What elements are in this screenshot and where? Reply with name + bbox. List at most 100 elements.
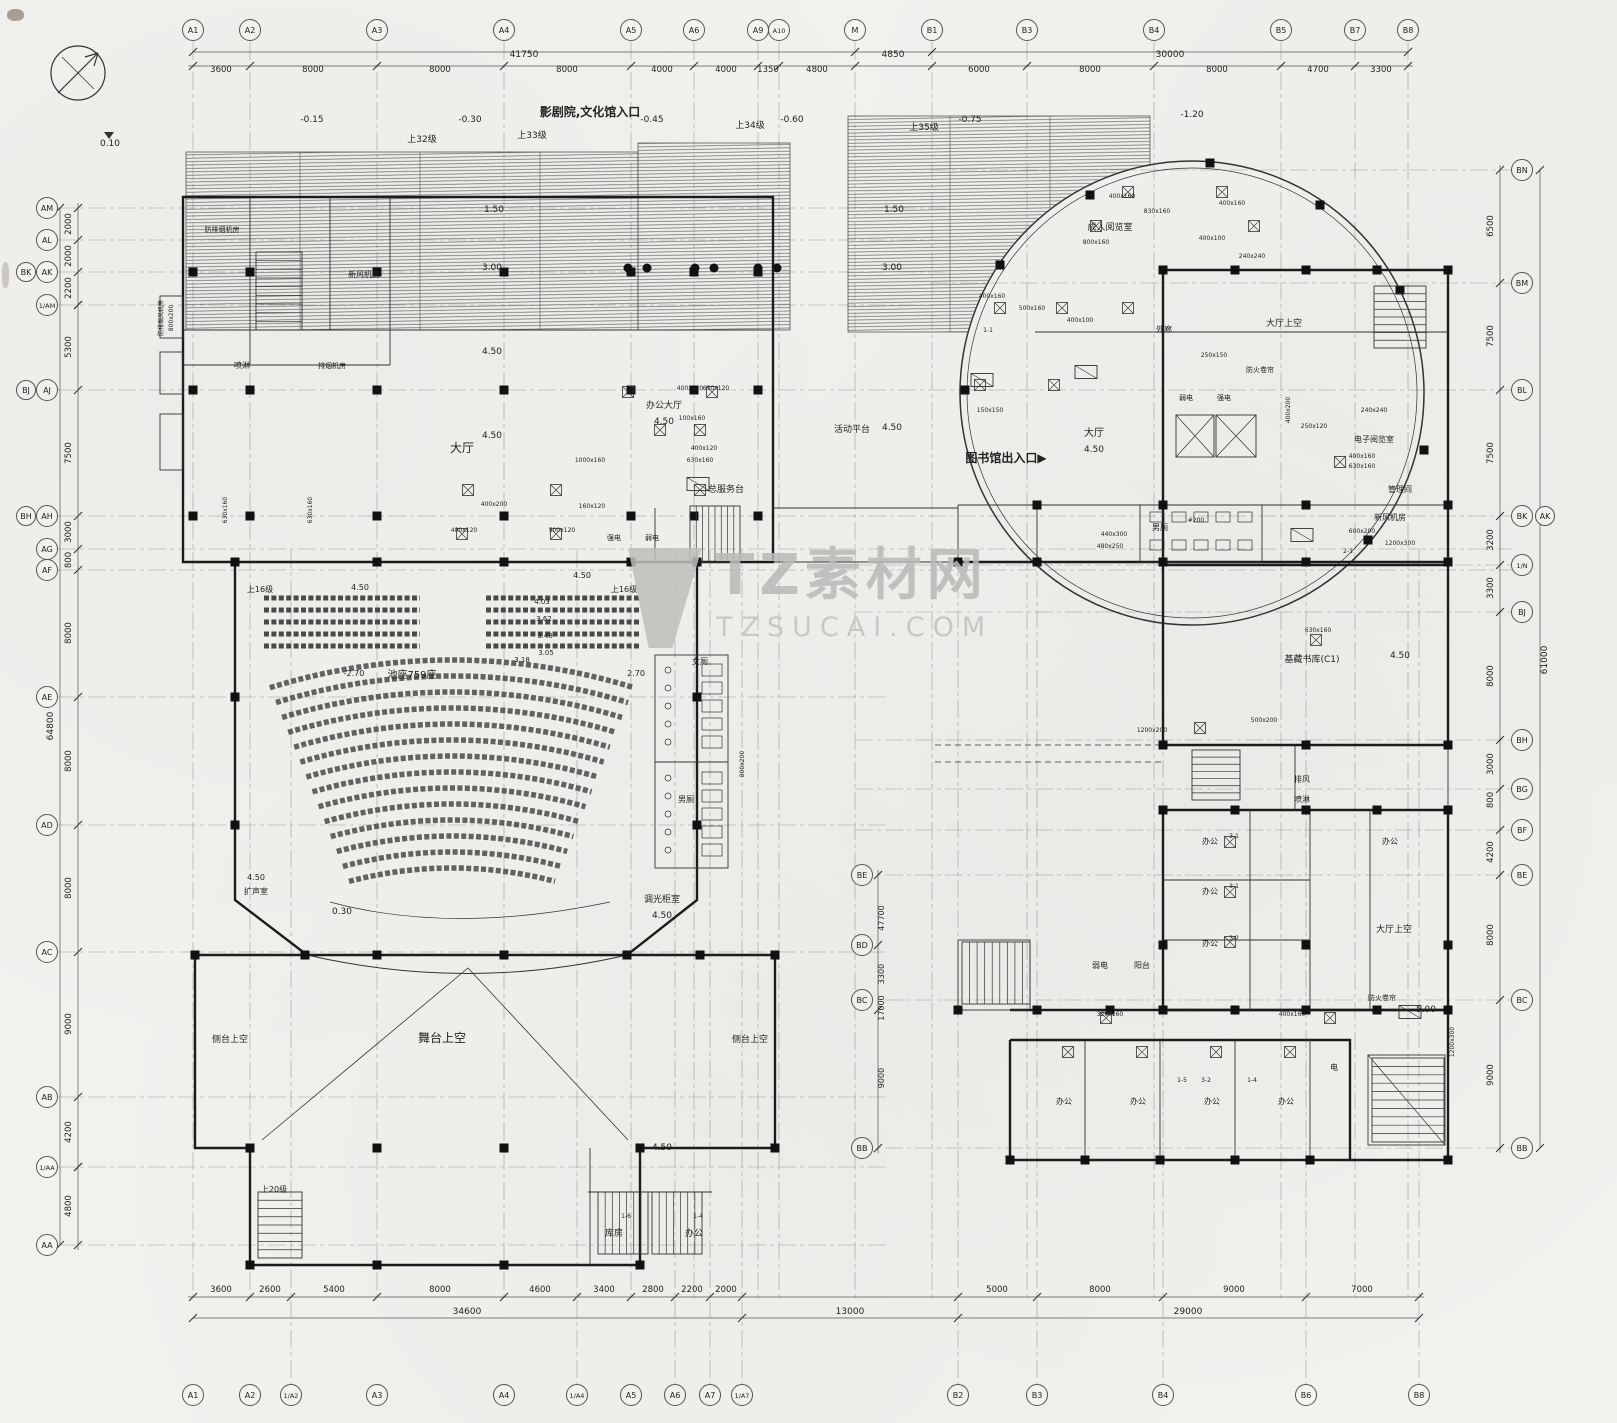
dimension-tick bbox=[705, 1292, 715, 1302]
vent-icon bbox=[1284, 1046, 1296, 1058]
column bbox=[689, 385, 699, 395]
plan-label: 强电 bbox=[1217, 393, 1231, 402]
dimension-text: 7500 bbox=[64, 442, 74, 464]
plan-label: 3.18 bbox=[514, 656, 530, 664]
stairs bbox=[255, 251, 1445, 1259]
dimension-text: 7500 bbox=[1486, 325, 1496, 347]
plan-label: 500x120 bbox=[549, 527, 576, 534]
plan-label: -2.70 bbox=[344, 669, 365, 678]
dimension-text: 9000 bbox=[877, 1068, 886, 1088]
wc-fixture bbox=[664, 828, 672, 836]
axis-bubble bbox=[16, 506, 36, 526]
plan-label: 400x120 bbox=[451, 527, 478, 534]
column bbox=[689, 511, 699, 521]
vent-icon bbox=[462, 484, 474, 496]
dimension-tick bbox=[1535, 1143, 1545, 1153]
axis-bubble-label: A2 bbox=[245, 1391, 256, 1400]
column bbox=[1372, 265, 1382, 275]
vent-icon bbox=[1122, 186, 1134, 198]
vent-icon bbox=[1090, 220, 1102, 232]
column bbox=[372, 1260, 382, 1270]
axis-bubble-label: A5 bbox=[626, 26, 637, 35]
plan-label: 上20级 bbox=[261, 1184, 287, 1194]
dimension-text: 8000 bbox=[302, 65, 324, 75]
dimension-tick bbox=[372, 61, 382, 71]
axis-bubble-label: A3 bbox=[372, 26, 383, 35]
vent-icon bbox=[1056, 302, 1068, 314]
plan-label: 上16级 bbox=[247, 584, 273, 594]
stair-symbol bbox=[1371, 1057, 1445, 1143]
columns bbox=[188, 158, 1453, 1270]
column bbox=[695, 950, 705, 960]
column bbox=[1372, 1005, 1382, 1015]
column bbox=[635, 1143, 645, 1153]
column bbox=[372, 1143, 382, 1153]
plan-label: 240x240 bbox=[1239, 253, 1266, 260]
plan-label: 办公大厅 bbox=[646, 399, 682, 411]
plan-label: 排烟机房 bbox=[318, 361, 346, 370]
vent-icon bbox=[1216, 186, 1228, 198]
axis-bubble bbox=[699, 1384, 721, 1406]
scan-smudge bbox=[7, 9, 24, 21]
vent-icon bbox=[974, 379, 986, 391]
plan-label: 400x120 bbox=[677, 385, 704, 392]
dimension-tick bbox=[1149, 61, 1159, 71]
vent-icon bbox=[654, 424, 666, 436]
seat-row bbox=[293, 721, 611, 750]
dimension-text: 4200 bbox=[1486, 841, 1496, 863]
ahu-unit-icon bbox=[1290, 528, 1314, 542]
plan-label: -0.45 bbox=[640, 115, 663, 125]
vent-icon bbox=[456, 528, 468, 540]
plan-label: 防排烟风机房 bbox=[157, 300, 165, 336]
column bbox=[499, 385, 509, 395]
dimension-tick bbox=[1495, 511, 1505, 521]
plan-label: 办公 bbox=[1382, 836, 1398, 846]
axis-bubble bbox=[1143, 19, 1165, 41]
dimension-text: 9000 bbox=[64, 1013, 74, 1035]
axis-bubble-label: A7 bbox=[705, 1391, 716, 1400]
plan-label: -1.20 bbox=[1180, 110, 1204, 120]
vent-icon bbox=[622, 386, 634, 398]
plan-label: 电子阅览室 bbox=[1354, 434, 1394, 444]
vent-icon bbox=[1210, 1046, 1222, 1058]
dimension-tick bbox=[927, 47, 937, 57]
dimension-text: 4850 bbox=[882, 50, 905, 60]
seating-rows bbox=[264, 595, 640, 885]
axis-bubble-label: B4 bbox=[1158, 1391, 1169, 1400]
elevation-triangle bbox=[104, 132, 114, 139]
plan-label: 强电 bbox=[607, 533, 621, 542]
dimension-tick bbox=[73, 1092, 83, 1102]
plan-label: 大厅上空 bbox=[1266, 317, 1302, 329]
column bbox=[953, 557, 963, 567]
dimension-tick bbox=[73, 1162, 83, 1172]
column bbox=[1230, 1155, 1240, 1165]
axis-bubble-label: B3 bbox=[1032, 1391, 1043, 1400]
plan-label: 3-2 bbox=[1229, 935, 1239, 942]
axis-bubble bbox=[36, 379, 58, 401]
plan-label: 4.50 bbox=[882, 423, 902, 433]
dimension-tick bbox=[1495, 870, 1505, 880]
dimension-tick bbox=[188, 1313, 198, 1323]
axis-bubble-label: AM bbox=[41, 204, 53, 213]
plan-label: 250x120 bbox=[1301, 423, 1328, 430]
column bbox=[1443, 500, 1453, 510]
vent-icon bbox=[1194, 722, 1206, 734]
wc-fixture bbox=[664, 810, 672, 818]
plan-label: 1.50 bbox=[484, 205, 504, 215]
axis-bubble bbox=[36, 261, 58, 283]
plan-label: 大厅 bbox=[450, 441, 474, 455]
wc-fixture bbox=[1215, 511, 1231, 523]
dimension-text: 2000 bbox=[64, 245, 74, 267]
axis-bubble-label: A3 bbox=[372, 1391, 383, 1400]
column bbox=[245, 1260, 255, 1270]
axis-bubble bbox=[280, 1384, 302, 1406]
plan-label: 侧台上空 bbox=[732, 1033, 768, 1045]
dimension-text: 8000 bbox=[1486, 665, 1496, 687]
dimension-text: 1350 bbox=[757, 65, 779, 75]
axis-bubble-label: 1/A4 bbox=[570, 1392, 585, 1400]
vent-icon bbox=[550, 484, 562, 496]
axis-bubble bbox=[844, 19, 866, 41]
plan-label: 上34级 bbox=[735, 119, 764, 131]
axis-bubble bbox=[566, 1384, 588, 1406]
plan-label: 320x160 bbox=[1097, 1011, 1124, 1018]
